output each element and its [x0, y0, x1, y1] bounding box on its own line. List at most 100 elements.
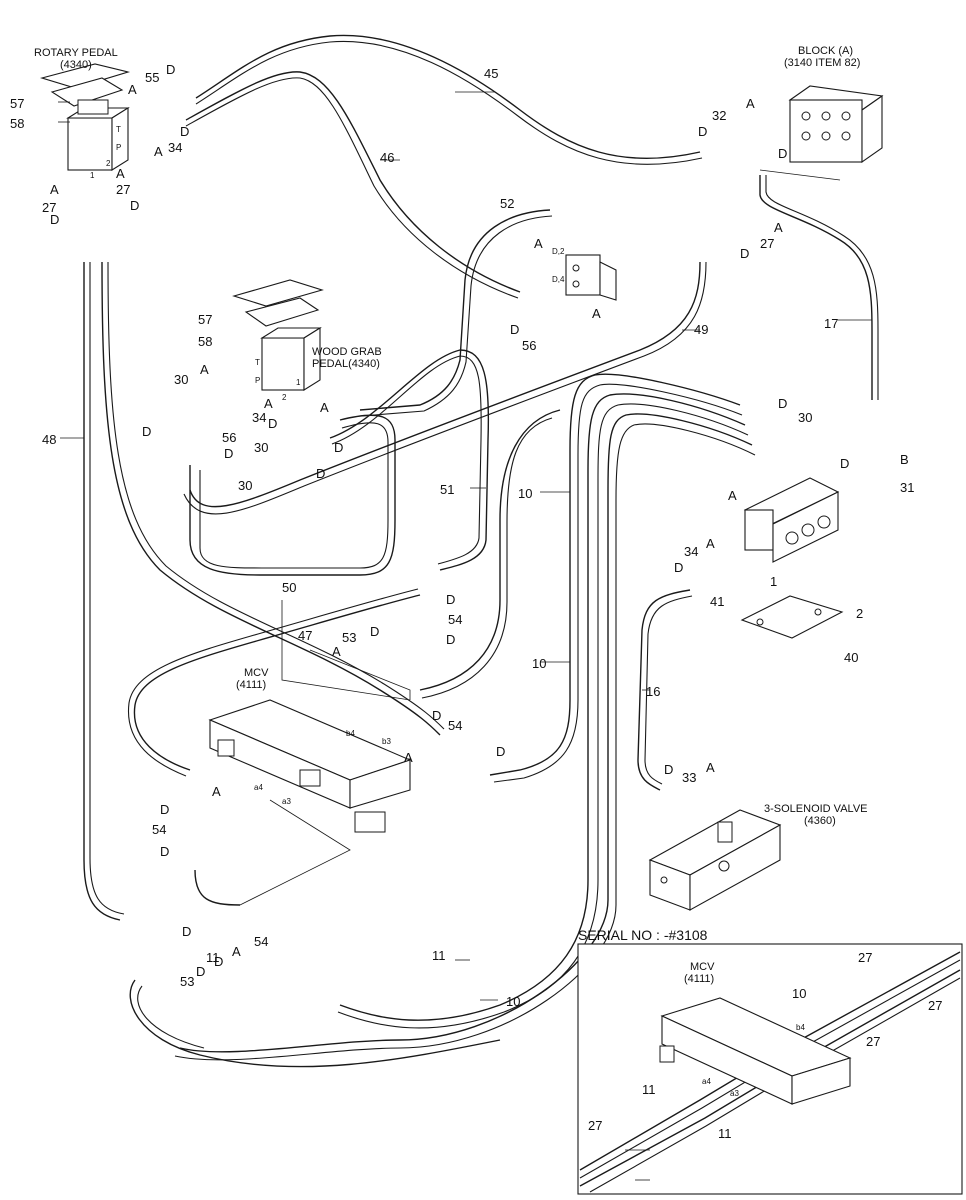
callout-label: D	[50, 212, 59, 227]
hose-48-right	[101, 261, 441, 736]
port-mark: D,4	[552, 275, 565, 284]
callout-label: D	[510, 322, 519, 337]
plate-2[interactable]	[740, 595, 844, 639]
hose-pedal-loop-b	[199, 422, 389, 569]
callout-label: 34	[684, 544, 698, 559]
port-mark: 1	[90, 171, 95, 180]
callout-label: 11	[432, 948, 446, 963]
callout-label: 34	[252, 410, 266, 425]
hose-17	[759, 175, 873, 400]
hose-10-bundle-1	[489, 373, 741, 776]
callout-label: 30	[798, 410, 812, 425]
callout-label: A	[50, 182, 59, 197]
hose-46	[185, 71, 521, 293]
port-mark: 2	[282, 393, 287, 402]
multi-valve-1[interactable]	[743, 477, 840, 563]
callout-label: A	[116, 166, 125, 181]
callout-label: D	[446, 632, 455, 647]
callout-label: 10	[532, 656, 546, 671]
callout-label: A	[706, 760, 715, 775]
callout-label: D	[160, 844, 169, 859]
callout-label: 27	[928, 998, 942, 1013]
callout-label: D	[778, 146, 787, 161]
hose-17-inner	[765, 175, 879, 400]
hose-11-bottom	[129, 979, 501, 1068]
callout-label: 11	[642, 1082, 656, 1097]
callout-label: 53	[342, 630, 356, 645]
hose-16	[637, 589, 691, 791]
callout-label: 54	[254, 934, 268, 949]
callout-label: A	[774, 220, 783, 235]
callout-label: 11	[206, 950, 220, 965]
callout-label: 30	[254, 440, 268, 455]
hose-11-bundle-2	[337, 403, 749, 1029]
hose-10-bundle-2	[493, 383, 743, 783]
callout-label: 33	[682, 770, 696, 785]
wood-grab-title: WOOD GRAB	[312, 346, 382, 358]
callout-label: 1	[770, 574, 777, 589]
callout-label: 32	[712, 108, 726, 123]
callout-label: D	[698, 124, 707, 139]
callout-label: A	[706, 536, 715, 551]
callout-label: 27	[116, 182, 130, 197]
hose-50	[133, 594, 421, 771]
callout-label: 54	[448, 718, 462, 733]
mcv-main[interactable]	[208, 699, 412, 833]
block-a[interactable]	[788, 85, 884, 164]
hose-45-inner	[195, 40, 703, 165]
callout-label: 48	[42, 432, 56, 447]
callouts: 57 58 55 D A D A 34 A A 27 27 D D 45 46 …	[10, 62, 942, 1141]
rotary-pedal[interactable]	[39, 63, 131, 171]
callout-label: D	[130, 198, 139, 213]
callout-label: 41	[710, 594, 724, 609]
bracket-valve[interactable]	[565, 254, 617, 301]
hose-52-inner	[361, 215, 553, 417]
callout-label: D	[166, 62, 175, 77]
serial-label: SERIAL NO : -#3108	[578, 927, 708, 943]
callout-label: D	[160, 802, 169, 817]
port-mark: a4	[254, 783, 263, 792]
callout-label: 10	[792, 986, 806, 1001]
hose-48b	[89, 262, 125, 915]
callout-label: 54	[152, 822, 166, 837]
callout-label: A	[128, 82, 137, 97]
callout-label: 30	[238, 478, 252, 493]
callout-label: D	[496, 744, 505, 759]
hose-11-bundle-3	[179, 413, 753, 1053]
hose-16-inner	[644, 595, 693, 785]
hoses	[83, 34, 879, 1068]
wood-grab-pedal[interactable]	[232, 279, 324, 391]
three-solenoid-valve[interactable]	[648, 809, 782, 911]
hose-51-inner	[331, 355, 482, 565]
port-mark: b4	[796, 1023, 805, 1032]
inset-mcv-title: MCV	[690, 961, 715, 973]
callout-label: A	[154, 144, 163, 159]
callout-label: A	[232, 944, 241, 959]
callout-label: A	[332, 644, 341, 659]
callout-label: D	[370, 624, 379, 639]
callout-label: 27	[866, 1034, 880, 1049]
callout-label: 57	[198, 312, 212, 327]
mcv-title: MCV	[244, 667, 269, 679]
solenoid-code: (4360)	[804, 815, 836, 827]
rotary-pedal-title: ROTARY PEDAL	[34, 47, 118, 59]
callout-label: 51	[440, 482, 454, 497]
callout-label: D	[446, 592, 455, 607]
callout-label: 52	[500, 196, 514, 211]
serial-inset	[577, 943, 963, 1195]
callout-label: 40	[844, 650, 858, 665]
leader-lines	[58, 91, 872, 1181]
port-mark: b3	[382, 737, 391, 746]
callout-label: 2	[856, 606, 863, 621]
callout-label: 16	[646, 684, 660, 699]
block-a-ref: (3140 ITEM 82)	[784, 57, 860, 69]
port-mark: 1	[296, 378, 301, 387]
block-a-title: BLOCK (A)	[798, 45, 853, 57]
callout-label: A	[728, 488, 737, 503]
callout-label: A	[534, 236, 543, 251]
callout-label: 10	[518, 486, 532, 501]
callout-label: D	[268, 416, 277, 431]
hose-49-inner	[183, 261, 707, 515]
